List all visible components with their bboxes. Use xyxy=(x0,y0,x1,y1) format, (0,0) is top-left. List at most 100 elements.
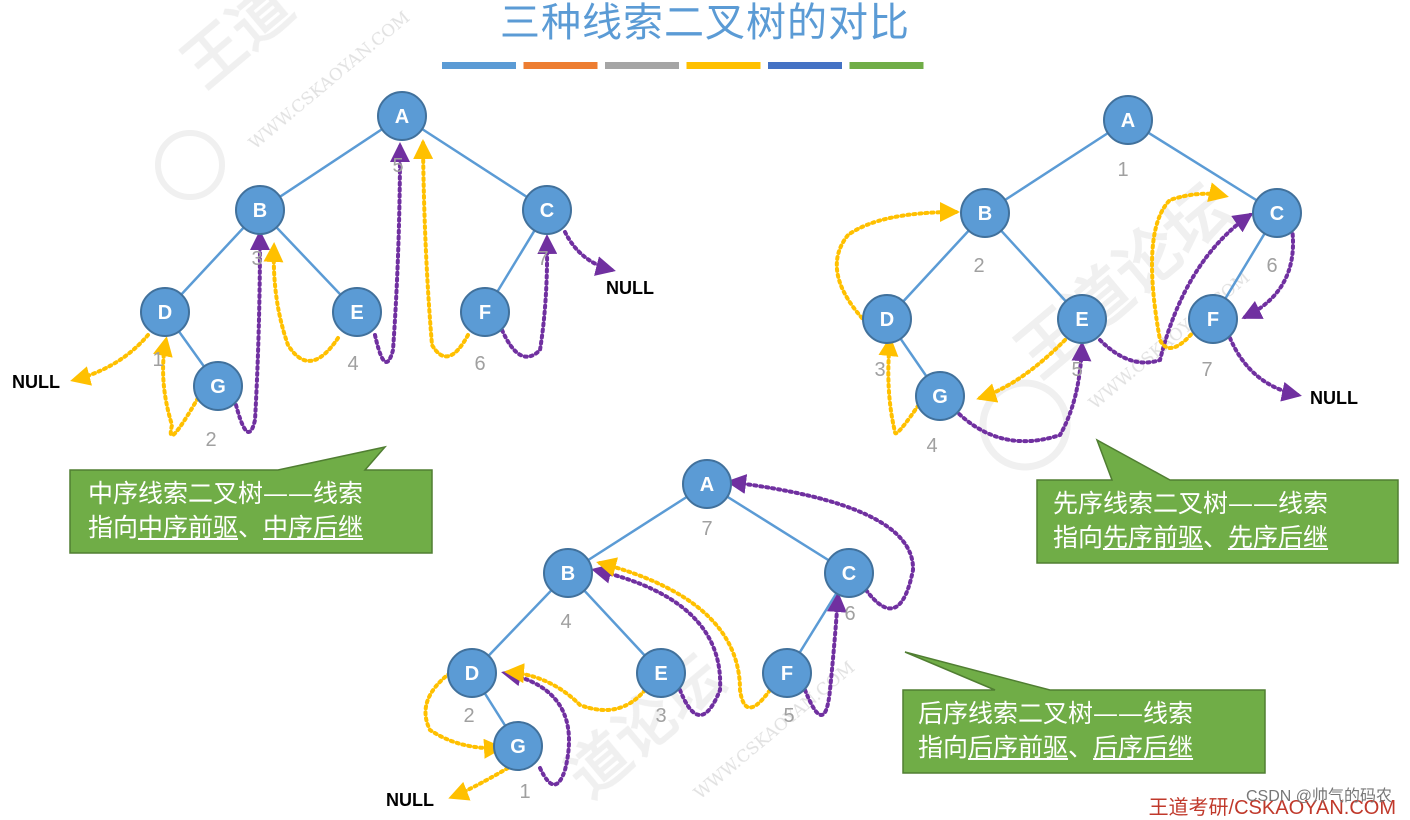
node-circle xyxy=(460,287,510,337)
node-label: G xyxy=(210,376,226,398)
node-circle xyxy=(522,185,572,235)
traversal-order-number: 7 xyxy=(701,518,712,540)
thread-g-succ xyxy=(501,666,571,787)
traversal-order-number: 5 xyxy=(1071,359,1082,381)
null-label: NULL xyxy=(386,790,434,810)
thread-f-succ xyxy=(500,234,558,359)
traversal-order-number: 2 xyxy=(973,255,984,277)
node-circle xyxy=(447,648,497,698)
traversal-order-number: 5 xyxy=(392,155,403,177)
node-label: E xyxy=(654,663,667,685)
tree-node: B xyxy=(960,188,1010,238)
node-label: F xyxy=(781,663,793,685)
tree-node: F xyxy=(1188,294,1238,344)
thread-f-succ xyxy=(1228,336,1302,402)
tree-edge xyxy=(706,482,850,575)
node-circle xyxy=(493,721,543,771)
node-label: C xyxy=(540,200,554,222)
traversal-order-number: 7 xyxy=(537,248,548,270)
callout-inorder-text: 中序线索二叉树——线索 指向中序前驱、中序后继 xyxy=(88,477,363,545)
node-circle xyxy=(682,459,732,509)
callout-preorder-text: 先序线索二叉树——线索 指向先序前驱、先序后继 xyxy=(1053,487,1328,555)
thread-e-succ xyxy=(1098,212,1254,365)
node-circle xyxy=(235,185,285,235)
tree-edge xyxy=(567,482,708,575)
node-circle xyxy=(1103,95,1153,145)
callout-succ-term: 中序后继 xyxy=(263,513,364,542)
callout-sep: 、 xyxy=(238,513,264,542)
tree-edge xyxy=(401,114,548,212)
node-circle xyxy=(543,548,593,598)
null-label: NULL xyxy=(12,372,60,392)
tree-nodes: A5B3C7D1E4F6G2A1B2C6D3E5F7G4A7B4C6D2E3F5… xyxy=(140,91,1302,803)
traversal-order-number: 4 xyxy=(926,435,937,457)
tree-node: E xyxy=(636,648,686,698)
thread-g-pred xyxy=(153,336,200,438)
node-circle xyxy=(960,188,1010,238)
callout-pred-term: 中序前驱 xyxy=(138,513,239,542)
node-circle xyxy=(140,287,190,337)
tree-node: F xyxy=(762,648,812,698)
thread-e-succ xyxy=(591,563,723,717)
tree-node: E xyxy=(1057,294,1107,344)
callout-postorder-text: 后序线索二叉树——线索 指向后序前驱、后序后继 xyxy=(918,697,1193,765)
traversal-order-number: 3 xyxy=(655,705,666,727)
thread-f-succ xyxy=(803,592,847,717)
thread-e-succ xyxy=(373,142,410,364)
tree-edge xyxy=(259,114,403,212)
node-label: G xyxy=(932,386,948,408)
callout-line2: 指向中序前驱、中序后继 xyxy=(88,511,363,545)
color-bar xyxy=(768,62,842,69)
thread-g-succ xyxy=(953,341,1092,444)
tree-edge xyxy=(1127,118,1278,215)
tree-node: D xyxy=(140,287,190,337)
preorder-threads xyxy=(834,182,1302,444)
tree-node: A xyxy=(1103,95,1153,145)
callout-prefix: 指向 xyxy=(88,513,139,542)
tree-edges xyxy=(163,114,1279,747)
thread-f-pred xyxy=(1150,182,1229,350)
node-circle xyxy=(1057,294,1107,344)
node-label: A xyxy=(1121,110,1135,132)
tree-node: C xyxy=(1252,188,1302,238)
node-circle xyxy=(332,287,382,337)
callout-inorder xyxy=(69,445,433,554)
callout-succ-term: 后序后继 xyxy=(1093,733,1194,762)
node-label: A xyxy=(700,474,714,496)
node-label: D xyxy=(880,309,894,331)
node-circle xyxy=(762,648,812,698)
traversal-order-number: 3 xyxy=(874,359,885,381)
traversal-order-number: 4 xyxy=(347,353,358,375)
node-circle xyxy=(636,648,686,698)
callout-line1: 后序线索二叉树——线索 xyxy=(918,699,1194,728)
color-bar xyxy=(605,62,679,69)
thread-c-succ xyxy=(1241,226,1295,319)
traversal-order-number: 1 xyxy=(152,349,163,371)
callout-preorder xyxy=(1036,438,1399,564)
thread-d-pred xyxy=(70,333,150,386)
traversal-order-number: 6 xyxy=(1266,255,1277,277)
traversal-order-number: 1 xyxy=(519,781,530,803)
inorder-threads xyxy=(70,139,616,438)
tree-edge xyxy=(984,118,1129,215)
tree-node: A xyxy=(377,91,427,141)
thread-g-pred xyxy=(448,766,510,801)
node-label: C xyxy=(1270,203,1284,225)
callout-pred-term: 先序前驱 xyxy=(1103,523,1204,552)
node-label: B xyxy=(561,563,575,585)
callout-line1: 先序线索二叉树——线索 xyxy=(1053,489,1329,518)
tree-node: D xyxy=(862,294,912,344)
postorder-threads xyxy=(423,474,916,801)
callout-line2: 指向后序前驱、后序后继 xyxy=(918,731,1193,765)
traversal-order-number: 7 xyxy=(1201,359,1212,381)
node-circle xyxy=(824,548,874,598)
callout-sep: 、 xyxy=(1068,733,1094,762)
thread-c-succ xyxy=(563,230,616,276)
color-bar xyxy=(523,62,598,69)
color-bar xyxy=(442,62,516,69)
tree-node: D xyxy=(447,648,497,698)
node-label: D xyxy=(158,302,172,324)
traversal-order-number: 2 xyxy=(463,705,474,727)
callout-succ-term: 先序后继 xyxy=(1228,523,1329,552)
